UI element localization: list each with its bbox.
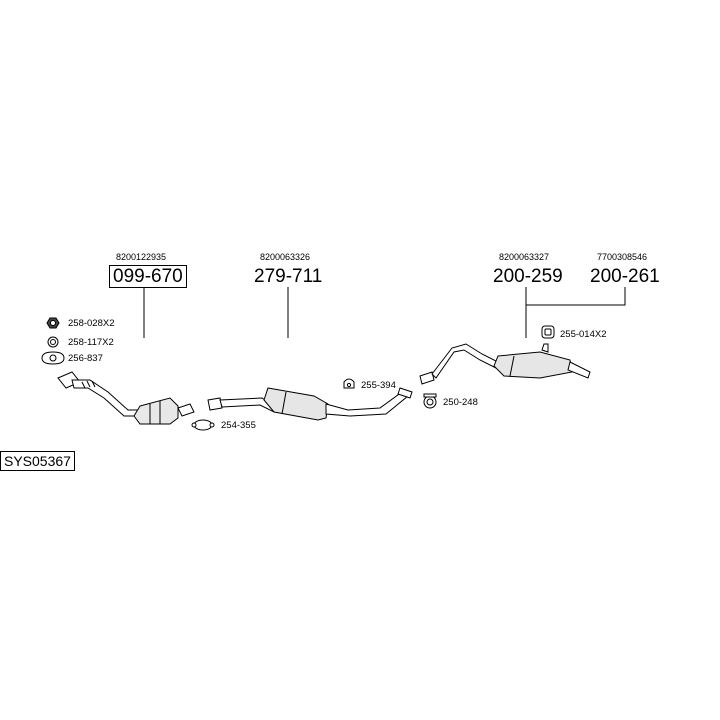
rubber-hanger-icon bbox=[343, 378, 355, 389]
rubber-hanger-icon bbox=[541, 325, 555, 339]
fitting-label-clamp-front[interactable]: 254-355 bbox=[221, 420, 256, 431]
fitting-label-clamp-mid[interactable]: 250-248 bbox=[443, 397, 478, 408]
hex-nut-icon bbox=[46, 317, 60, 329]
fitting-label-nut[interactable]: 258-028X2 bbox=[68, 318, 115, 329]
fitting-label-hanger-mid[interactable]: 255-394 bbox=[361, 380, 396, 391]
front-pipe-catalytic-converter bbox=[57, 371, 195, 425]
part-number-099-670[interactable]: 099-670 bbox=[109, 265, 187, 288]
clamp-icon bbox=[191, 419, 215, 431]
oem-number: 8200063327 bbox=[499, 252, 550, 262]
oem-number: 7700308546 bbox=[597, 252, 648, 262]
rear-pipe-silencer bbox=[419, 343, 591, 385]
leader-line-200-261 bbox=[526, 287, 626, 306]
fitting-label-gasket[interactable]: 256-837 bbox=[68, 353, 103, 364]
part-number-200-259[interactable]: 200-259 bbox=[493, 266, 563, 287]
gasket-icon bbox=[41, 351, 65, 365]
part-number-200-261[interactable]: 200-261 bbox=[590, 266, 660, 287]
oem-number: 8200122935 bbox=[116, 252, 167, 262]
fitting-label-washer[interactable]: 258-117X2 bbox=[68, 337, 114, 348]
washer-icon bbox=[47, 336, 59, 348]
system-id-label: SYS05367 bbox=[0, 451, 75, 471]
part-number-279-711[interactable]: 279-711 bbox=[254, 266, 323, 287]
oem-number: 8200063326 bbox=[260, 252, 311, 262]
fitting-label-hanger-rear[interactable]: 255-014X2 bbox=[560, 329, 607, 340]
clamp-icon bbox=[423, 393, 437, 409]
intermediate-pipe-silencer bbox=[207, 387, 413, 421]
